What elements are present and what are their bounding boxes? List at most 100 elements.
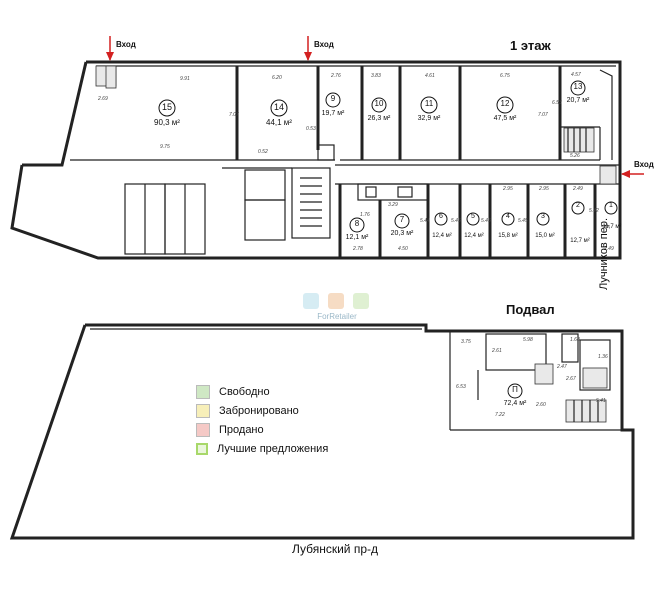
- dim-label: 1.36: [598, 354, 608, 360]
- room-area: 12,1 м²: [345, 234, 369, 241]
- dim-label: 3.29: [388, 202, 398, 208]
- legend-item: Лучшие предложения: [196, 439, 328, 458]
- legend-swatch: [196, 422, 210, 437]
- room-number: 12: [500, 99, 510, 108]
- legend-swatch: [196, 384, 210, 399]
- room-number: 15: [161, 102, 172, 112]
- dim-label: 2.95: [502, 186, 513, 192]
- room-area: 32,9 м²: [417, 115, 441, 122]
- dim-label: 6.20: [272, 75, 282, 81]
- room-number: 4: [506, 213, 510, 220]
- dim-label: 6.75: [500, 73, 510, 79]
- room-area: 12,4 м²: [432, 233, 452, 239]
- dim-label: 4.61: [425, 73, 435, 79]
- room-area: 20,3 м²: [390, 230, 414, 237]
- floor1-room-markers: [158, 80, 618, 233]
- room-number: П: [512, 385, 518, 394]
- dim-label: 3.75: [461, 339, 471, 345]
- legend-label: Продано: [219, 423, 264, 436]
- legend-swatch: [196, 403, 210, 418]
- room-area: 90,3 м²: [154, 118, 180, 127]
- dim-label: 5.41: [596, 398, 606, 404]
- floor1-title: 1 этаж: [510, 38, 551, 53]
- dim-label: 2.49: [603, 246, 614, 252]
- dim-label: 2.61: [491, 348, 502, 354]
- dim-label: 2.60: [535, 402, 546, 408]
- room-number: 10: [374, 99, 384, 108]
- dim-label: 2.78: [352, 246, 363, 252]
- street-label-bottom: Лубянский пр-д: [291, 542, 379, 556]
- dim-label: 0.53: [306, 126, 316, 132]
- dim-label: 2.76: [330, 73, 341, 79]
- room-number: 3: [541, 213, 545, 220]
- dim-label: 7.07: [229, 112, 239, 118]
- room-area: 15,0 м²: [535, 233, 555, 239]
- floor1-dimensions: 9.91 6.20 2.76 3.83 4.61 6.75 4.57 9.75 …: [97, 72, 614, 252]
- dim-label: 4.57: [571, 72, 581, 78]
- room-area: 11,7 м²: [602, 224, 622, 230]
- entrance-arrows: [106, 36, 644, 178]
- dim-label: 7.22: [495, 412, 505, 418]
- legend-label: Лучшие предложения: [217, 442, 329, 455]
- dim-label: 6.53: [552, 100, 562, 106]
- room-number: 1: [609, 202, 613, 209]
- room-number: 13: [573, 82, 583, 91]
- entrance-label: Вход: [314, 40, 334, 49]
- dim-label: 9.91: [180, 76, 190, 82]
- room-area: 19,7 м²: [321, 110, 345, 117]
- dim-label: 1.68: [570, 337, 580, 343]
- dim-label: 7.07: [538, 112, 548, 118]
- room-area: 20,7 м²: [566, 97, 590, 104]
- room-number: 2: [576, 202, 580, 209]
- entrance-label: Вход: [634, 160, 654, 169]
- entrance-label: Вход: [116, 40, 136, 49]
- dim-label: 6.53: [456, 384, 466, 390]
- dim-label: 5.44: [420, 218, 430, 224]
- room-number: 9: [330, 94, 336, 103]
- legend-swatch: [196, 442, 208, 455]
- street-label-right: Лучников пер.: [598, 218, 610, 290]
- dim-label: 5.98: [523, 337, 533, 343]
- room-area: 26,3 м²: [367, 115, 391, 122]
- dim-label: 9.75: [160, 144, 170, 150]
- dim-label: 2.69: [97, 96, 108, 102]
- room-area: 72,4 м²: [503, 400, 527, 407]
- legend-item: Забронировано: [196, 401, 328, 420]
- basement-plan: [9, 323, 635, 540]
- basement-dimensions: 3.75 5.98 1.68 2.47 5.41 7.22 6.53 2.61 …: [456, 337, 608, 418]
- dim-label: 0.52: [258, 149, 268, 155]
- dim-label: 4.50: [398, 246, 408, 252]
- room-number: 5: [471, 213, 475, 220]
- floor1-plan: [10, 60, 622, 260]
- room-area: 12,4 м²: [464, 233, 484, 239]
- dim-label: 5.45: [518, 218, 528, 224]
- dim-label: 5.26: [570, 153, 580, 159]
- dim-label: 3.83: [371, 73, 381, 79]
- legend-item: Продано: [196, 420, 328, 439]
- dim-label: 5.45: [481, 218, 491, 224]
- dim-label: 2.47: [556, 364, 567, 370]
- watermark-logo: [303, 293, 369, 309]
- room-number: 14: [273, 102, 284, 112]
- room-number: 7: [399, 215, 405, 224]
- room-number: 8: [354, 219, 360, 228]
- room-area: 12,7 м²: [570, 238, 590, 244]
- room-area: 44,1 м²: [266, 118, 292, 127]
- room-number: 6: [439, 213, 443, 220]
- legend-label: Свободно: [219, 385, 270, 398]
- watermark-text: ForRetailer: [317, 312, 357, 321]
- dim-label: 2.49: [572, 186, 583, 192]
- dim-label: 5.45: [451, 218, 461, 224]
- legend-item: Свободно: [196, 382, 328, 401]
- room-number: 11: [424, 99, 434, 108]
- dim-label: 2.67: [565, 376, 576, 382]
- basement-title: Подвал: [506, 302, 555, 317]
- dim-label: 5.42: [589, 208, 599, 214]
- legend: Свободно Забронировано Продано Лучшие пр…: [196, 382, 328, 458]
- dim-label: 2.95: [538, 186, 549, 192]
- legend-label: Забронировано: [219, 404, 299, 417]
- dim-label: 1.76: [360, 212, 370, 218]
- room-area: 47,5 м²: [493, 115, 517, 122]
- room-area: 15,8 м²: [498, 233, 518, 239]
